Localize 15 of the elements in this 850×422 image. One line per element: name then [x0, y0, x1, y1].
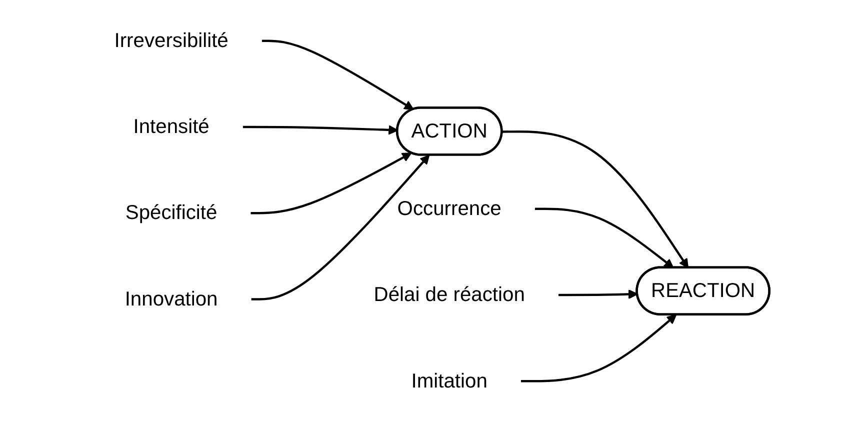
- arrow: [558, 289, 638, 300]
- node-text: Imitation: [411, 369, 488, 392]
- arrow: [262, 40, 414, 110]
- node-text: Irreversibilité: [114, 29, 228, 52]
- node-text: Innovation: [124, 287, 218, 310]
- arrow: [251, 154, 430, 300]
- arrow: [520, 314, 677, 382]
- node-text: Délai de réaction: [374, 283, 525, 306]
- node-text: Occurrence: [397, 197, 502, 220]
- arrow: [242, 125, 398, 135]
- node-text: Spécificité: [125, 201, 218, 224]
- arrow: [502, 130, 689, 268]
- arrow: [534, 208, 674, 268]
- arrow: [250, 152, 412, 214]
- node-text: Intensité: [133, 115, 210, 138]
